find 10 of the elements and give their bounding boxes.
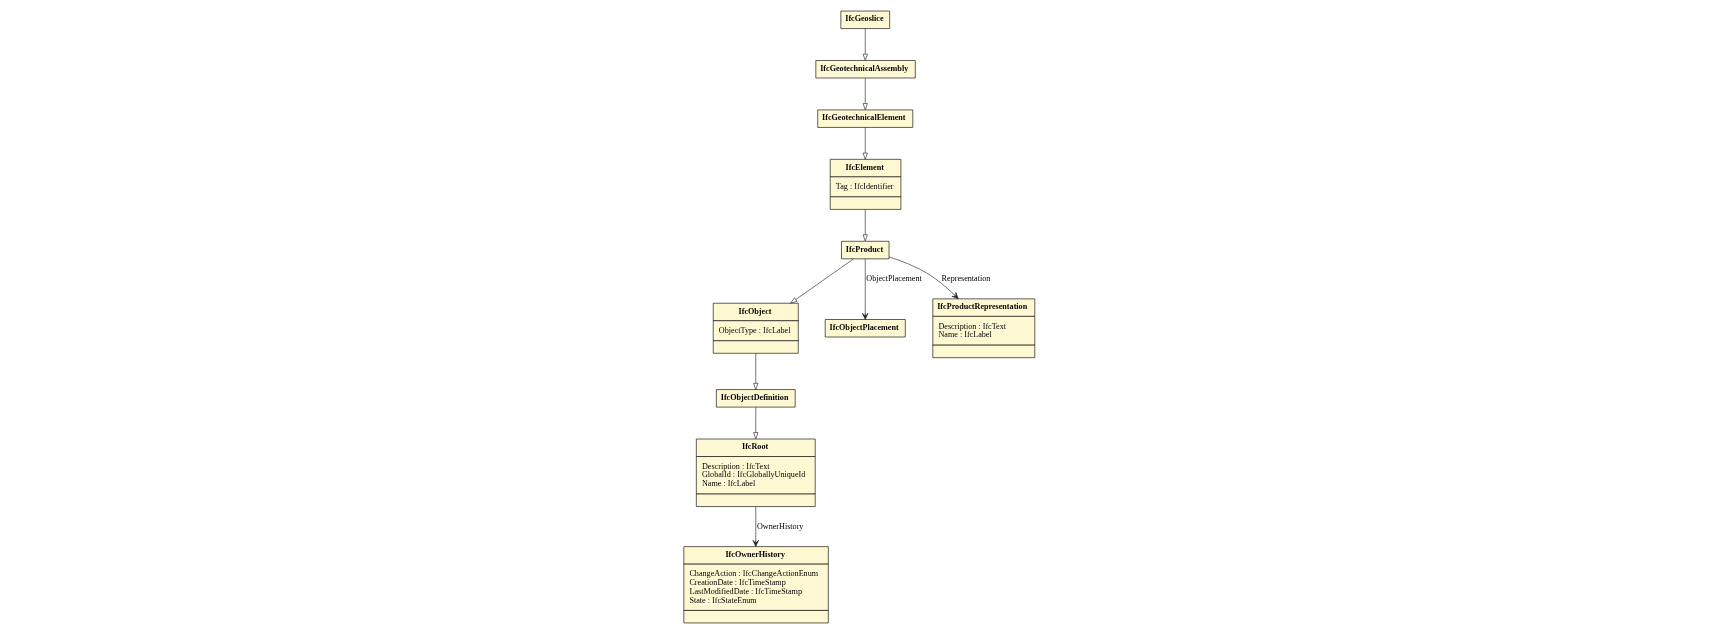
arrow <box>789 258 854 304</box>
arrow <box>862 28 868 61</box>
arrow <box>752 407 758 440</box>
arrow <box>862 77 868 111</box>
arrow <box>752 506 759 547</box>
arrow <box>862 209 868 242</box>
arrow <box>888 256 959 299</box>
arrow <box>862 127 868 160</box>
arrow <box>861 258 868 320</box>
arrow <box>752 353 758 390</box>
